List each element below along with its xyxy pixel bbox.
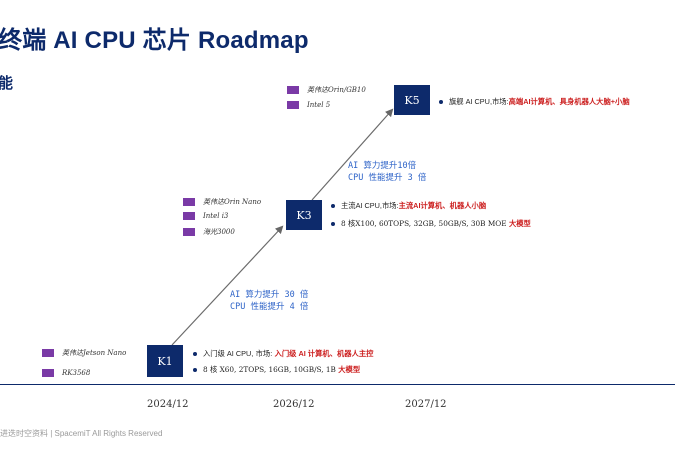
bullet-text: 8 核 X60, 2TOPS, 16GB, 10GB/S, 1B — [203, 365, 336, 374]
market-highlight: 主流AI计算机、机器人小脑 — [398, 201, 487, 210]
market-highlight: 大模型 — [508, 219, 531, 228]
chip-bullet: 入门级 AI CPU, 市场: 入门级 AI 计算机、机器人主控 — [193, 349, 373, 359]
competitor-label: Intel 5 — [307, 101, 331, 109]
page-title: 终端 AI CPU 芯片 Roadmap — [0, 27, 309, 54]
chip-label: K5 — [404, 93, 420, 107]
cpu-boost-text: CPU 性能提升 4 倍 — [230, 302, 309, 312]
bullet-text: 入门级 AI CPU, — [203, 349, 254, 358]
bullet-text: 主流AI CPU, — [341, 201, 382, 210]
timeline-date: 2026/12 — [273, 399, 315, 410]
arrow-k1-k3 — [171, 225, 284, 346]
chip-bullet: 8 核X100, 60TOPS, 32GB, 50GB/S, 30B MOE 大… — [331, 219, 531, 229]
boost-annotation-k3-k5: AI 算力提升10倍 CPU 性能提升 3 倍 — [348, 160, 426, 184]
bullet-icon — [193, 368, 197, 372]
timeline-axis — [0, 384, 675, 385]
purple-swatch-icon — [183, 228, 195, 236]
arrow-k3-k5 — [311, 108, 394, 201]
competitor-label: 英伟达Orin Nano — [203, 198, 262, 206]
market-label: 市场: — [491, 97, 509, 106]
chip-bullet: 旗舰 AI CPU, 市场: 高端AI计算机、具身机器人大脑+小脑 — [439, 97, 630, 107]
competitor-label: 海光3000 — [203, 228, 235, 236]
competitor-item: Intel 5 — [287, 101, 330, 109]
chip-bullet: 8 核 X60, 2TOPS, 16GB, 10GB/S, 1B 大模型 — [193, 365, 360, 375]
bullet-icon — [439, 100, 443, 104]
market-label: 市场: — [255, 349, 273, 358]
bullet-text: 8 核X100, 60TOPS, 32GB, 50GB/S, 30B MOE — [341, 219, 507, 228]
purple-swatch-icon — [287, 86, 299, 94]
bullet-icon — [193, 352, 197, 356]
market-highlight: 大模型 — [338, 365, 361, 374]
purple-swatch-icon — [42, 349, 54, 357]
ai-boost-text: AI 算力提升 30 倍 — [230, 290, 309, 300]
competitor-label: Intel i3 — [203, 212, 229, 220]
footer-copyright: 进迭时空资料 | SpacemiT All Rights Reserved — [0, 429, 163, 438]
competitor-label: 英伟达Jetson Nano — [62, 349, 127, 357]
chip-label: K1 — [157, 354, 173, 368]
timeline-date: 2024/12 — [147, 399, 189, 410]
market-highlight: 入门级 AI 计算机、机器人主控 — [274, 349, 374, 358]
competitor-item: 英伟达Orin Nano — [183, 197, 261, 207]
purple-swatch-icon — [183, 198, 195, 206]
purple-swatch-icon — [287, 101, 299, 109]
competitor-label: 英伟达Orin/GB10 — [307, 86, 366, 94]
competitor-item: 英伟达Jetson Nano — [42, 348, 126, 358]
section-subtitle: 能 — [0, 75, 14, 92]
purple-swatch-icon — [42, 369, 54, 377]
timeline-date: 2027/12 — [405, 399, 447, 410]
chip-bullet: 主流AI CPU, 市场: 主流AI计算机、机器人小脑 — [331, 201, 486, 211]
bullet-icon — [331, 222, 335, 226]
bullet-icon — [331, 204, 335, 208]
purple-swatch-icon — [183, 212, 195, 220]
chip-k5: K5 — [394, 85, 430, 115]
competitor-item: Intel i3 — [183, 212, 228, 220]
competitor-item: 英伟达Orin/GB10 — [287, 85, 366, 95]
competitor-label: RK3568 — [62, 369, 91, 377]
chip-k3: K3 — [286, 200, 322, 230]
bullet-text: 旗舰 AI CPU, — [449, 97, 492, 106]
market-highlight: 高端AI计算机、具身机器人大脑+小脑 — [508, 97, 630, 106]
boost-annotation-k1-k3: AI 算力提升 30 倍 CPU 性能提升 4 倍 — [230, 289, 308, 313]
ai-boost-text: AI 算力提升10倍 — [348, 161, 417, 171]
chip-label: K3 — [296, 208, 312, 222]
market-label: 市场: — [381, 201, 399, 210]
cpu-boost-text: CPU 性能提升 3 倍 — [348, 173, 427, 183]
chip-k1: K1 — [147, 345, 183, 377]
competitor-item: RK3568 — [42, 369, 90, 377]
competitor-item: 海光3000 — [183, 227, 235, 237]
